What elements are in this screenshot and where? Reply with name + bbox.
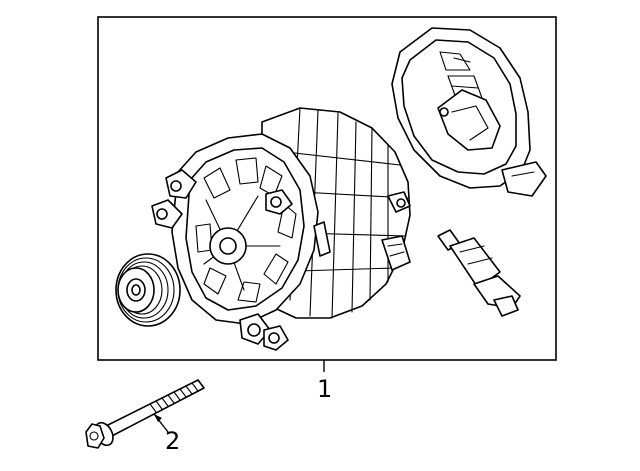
assembly-frame xyxy=(97,16,557,361)
leader-line-bolt xyxy=(153,413,169,433)
rear-cover-illustration xyxy=(391,27,547,197)
callout-assembly: 1 xyxy=(317,375,332,403)
pulley-illustration xyxy=(115,253,181,327)
callout-bolt: 2 xyxy=(165,427,180,455)
regulator-illustration xyxy=(437,229,521,317)
alternator-illustration xyxy=(151,107,411,351)
bolt-illustration xyxy=(85,379,205,449)
